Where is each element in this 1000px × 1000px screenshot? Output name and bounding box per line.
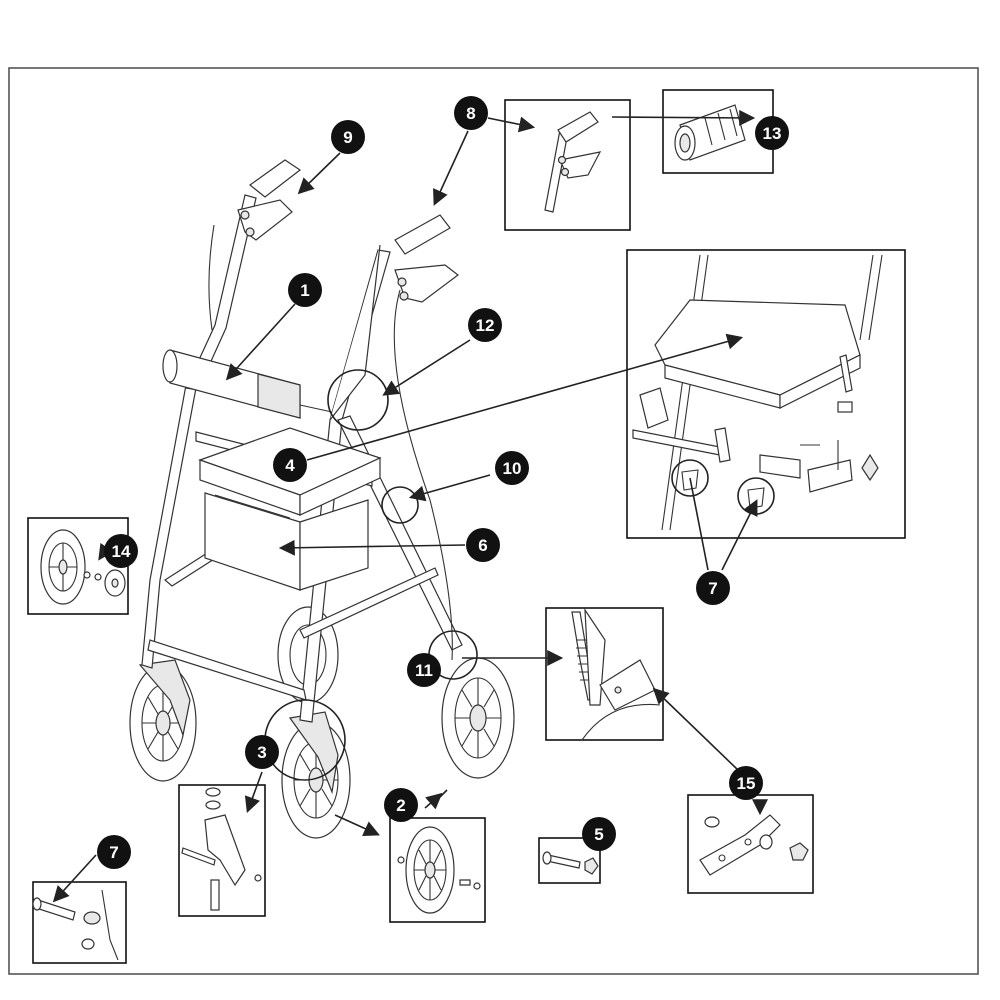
callout-number: 9 bbox=[343, 128, 352, 147]
callout-c6: 6 bbox=[466, 528, 500, 562]
storage-basket bbox=[204, 492, 369, 591]
callout-circle bbox=[245, 735, 279, 769]
callout-number: 8 bbox=[466, 104, 475, 123]
right-handle-grip bbox=[394, 214, 459, 303]
callout-number: 12 bbox=[476, 316, 495, 335]
callout-c13: 13 bbox=[755, 116, 789, 150]
callout-c1: 1 bbox=[288, 273, 322, 307]
rollator-main-illustration bbox=[129, 159, 515, 839]
callout-circle bbox=[384, 788, 418, 822]
left-handle-grip bbox=[237, 159, 302, 241]
front-right-caster bbox=[281, 711, 351, 839]
detail-box-brake-spring bbox=[545, 607, 664, 741]
callout-c14: 14 bbox=[104, 534, 138, 568]
detail-box-rear-wheel bbox=[389, 817, 486, 923]
detail-box-brake-bracket bbox=[687, 794, 814, 894]
callout-circle bbox=[582, 817, 616, 851]
callout-circle bbox=[495, 451, 529, 485]
detail-box-wheel-hardware bbox=[27, 517, 129, 615]
front-left-caster bbox=[129, 659, 197, 782]
callout-circle bbox=[273, 448, 307, 482]
callout-c7a: 7 bbox=[696, 571, 730, 605]
callout-circle bbox=[104, 534, 138, 568]
callout-c7b: 7 bbox=[97, 835, 131, 869]
callout-c12: 12 bbox=[468, 308, 502, 342]
highlight-circle-12 bbox=[327, 369, 389, 431]
callout-number: 4 bbox=[285, 456, 295, 475]
brake-cable bbox=[208, 224, 215, 331]
detail-box-axle-pieces bbox=[32, 881, 127, 964]
callout-number: 11 bbox=[415, 661, 433, 680]
callout-circle bbox=[454, 96, 488, 130]
callout-circle bbox=[755, 116, 789, 150]
callout-number: 13 bbox=[763, 124, 782, 143]
callout-c10: 10 bbox=[495, 451, 529, 485]
detail-box-brake-handle bbox=[504, 99, 631, 231]
callout-c15: 15 bbox=[729, 766, 763, 800]
callout-c4: 4 bbox=[273, 448, 307, 482]
backrest-pad bbox=[162, 349, 333, 419]
callout-number: 7 bbox=[708, 579, 717, 598]
callout-c11: 11 bbox=[407, 653, 441, 687]
callout-number: 15 bbox=[737, 774, 756, 793]
leader-lines bbox=[52, 109, 760, 903]
callout-number: 2 bbox=[396, 796, 405, 815]
callout-c3: 3 bbox=[245, 735, 279, 769]
callout-c8: 8 bbox=[454, 96, 488, 130]
callout-circle bbox=[97, 835, 131, 869]
callout-c2: 2 bbox=[384, 788, 418, 822]
detail-box-seat-assembly bbox=[626, 249, 906, 539]
callout-circle bbox=[466, 528, 500, 562]
callout-circle bbox=[696, 571, 730, 605]
callout-circle bbox=[288, 273, 322, 307]
detail-box-hand-grip bbox=[662, 89, 774, 174]
callout-number: 6 bbox=[478, 536, 487, 555]
callout-circle bbox=[331, 120, 365, 154]
callout-circle bbox=[468, 308, 502, 342]
callout-c9: 9 bbox=[331, 120, 365, 154]
callout-c5: 5 bbox=[582, 817, 616, 851]
rear-right-wheel bbox=[441, 657, 515, 779]
callout-circle bbox=[407, 653, 441, 687]
callout-number: 10 bbox=[503, 459, 522, 478]
callout-circle bbox=[729, 766, 763, 800]
callout-number: 5 bbox=[594, 825, 603, 844]
callout-number: 3 bbox=[257, 743, 266, 762]
callout-number: 7 bbox=[109, 843, 118, 862]
callout-number: 1 bbox=[300, 281, 309, 300]
detail-box-caster-fork bbox=[178, 784, 266, 917]
diagram-frame bbox=[8, 67, 979, 975]
highlight-circle-10 bbox=[381, 486, 419, 524]
callout-number: 14 bbox=[112, 542, 131, 561]
